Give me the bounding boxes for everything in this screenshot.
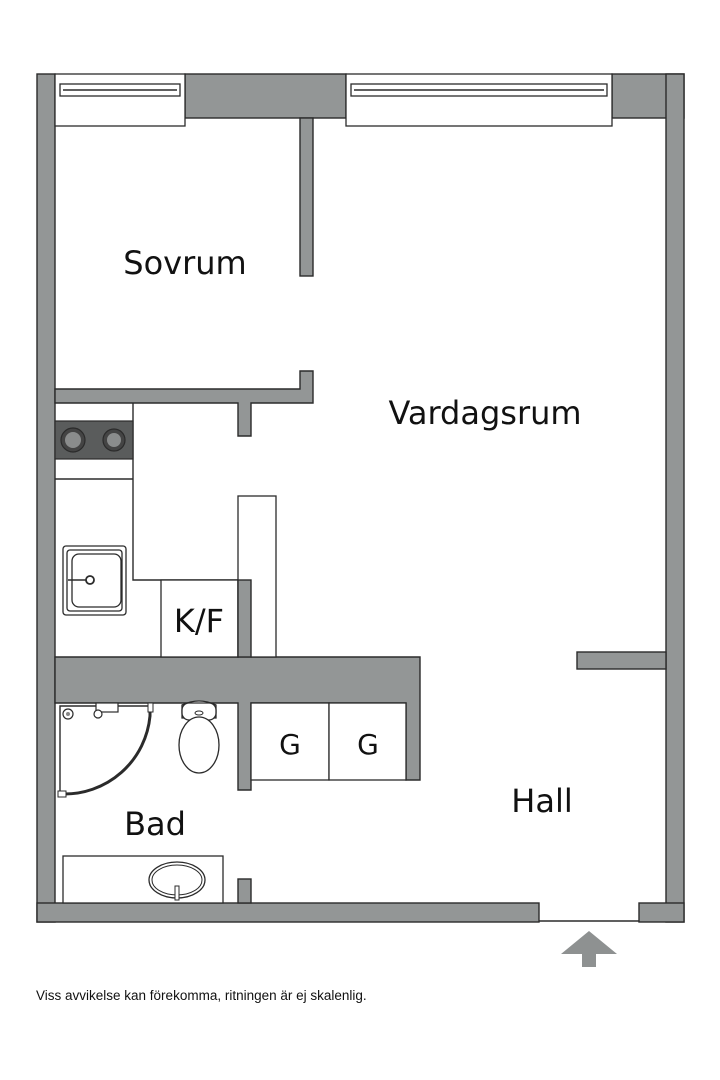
outer-walls [36,73,685,923]
room-label-kf: K/F [174,602,224,640]
bathroom-fixtures [57,700,224,904]
room-label-bad: Bad [124,805,186,843]
fridge-freezer [160,579,239,658]
shower-icon [57,702,154,798]
window-vardagsrum [345,73,613,127]
closet-label: G [279,728,301,761]
room-label-sovrum: Sovrum [123,244,246,282]
toilet-icon [178,700,220,774]
closet-label: G [357,728,379,761]
kitchen-counter [54,403,277,658]
kitchen-sink-icon [62,545,127,616]
window-sovrum [54,73,186,127]
bathroom-sink-icon [62,855,224,904]
interior-walls [54,117,667,904]
room-label-hall: Hall [511,782,572,820]
closets [250,702,407,781]
room-label-vardagsrum: Vardagsrum [388,394,581,432]
disclaimer-text: Viss avvikelse kan förekomma, ritningen … [36,988,367,1003]
entrance-arrow-icon [561,931,617,967]
